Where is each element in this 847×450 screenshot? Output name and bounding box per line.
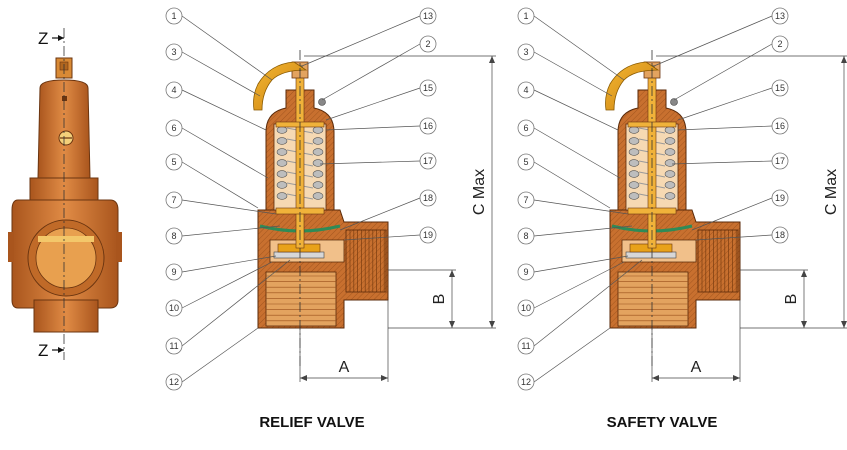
- relief-callout-right: 19: [419, 226, 437, 244]
- svg-text:15: 15: [423, 83, 433, 93]
- safety-callout-left: 8: [517, 227, 535, 245]
- svg-text:16: 16: [423, 121, 433, 131]
- safety-callout-left: 7: [517, 191, 535, 209]
- relief-callout-left: 10: [165, 299, 183, 317]
- safety-callout-right: 18: [771, 226, 789, 244]
- dimension-b: B: [783, 294, 800, 305]
- relief-callout-right: 16: [419, 117, 437, 135]
- svg-text:12: 12: [521, 377, 531, 387]
- safety-callout-right: 16: [771, 117, 789, 135]
- svg-text:1: 1: [523, 11, 528, 21]
- svg-text:7: 7: [171, 195, 176, 205]
- svg-text:11: 11: [169, 341, 178, 351]
- dimension-c-max: C Max: [471, 169, 488, 215]
- svg-text:8: 8: [171, 231, 176, 241]
- svg-text:2: 2: [777, 39, 782, 49]
- svg-text:2: 2: [425, 39, 430, 49]
- safety-callout-left: 10: [517, 299, 535, 317]
- relief-callout-right: 2: [419, 35, 437, 53]
- relief-callout-right: 15: [419, 79, 437, 97]
- svg-text:10: 10: [169, 303, 179, 313]
- svg-text:7: 7: [523, 195, 528, 205]
- relief-callout-left: 9: [165, 263, 183, 281]
- safety-callout-right: 19: [771, 189, 789, 207]
- relief-valve-title: RELIEF VALVE: [259, 414, 364, 431]
- relief-callout-left: 3: [165, 43, 183, 61]
- svg-text:19: 19: [423, 230, 433, 240]
- svg-text:13: 13: [775, 11, 785, 21]
- valve-seat: [273, 251, 325, 259]
- safety-callout-left: 4: [517, 81, 535, 99]
- svg-text:5: 5: [523, 157, 528, 167]
- svg-text:9: 9: [171, 267, 176, 277]
- svg-text:3: 3: [171, 47, 176, 57]
- svg-text:12: 12: [169, 377, 179, 387]
- relief-callout-left: 8: [165, 227, 183, 245]
- relief-callout-left: 5: [165, 153, 183, 171]
- valve-seat: [625, 251, 677, 259]
- safety-callout-left: 12: [517, 373, 535, 391]
- relief-callout-left: 11: [165, 337, 183, 355]
- safety-callout-left: 1: [517, 7, 535, 25]
- svg-text:6: 6: [171, 123, 176, 133]
- svg-text:5: 5: [171, 157, 176, 167]
- section-marker-bottom: Z: [38, 341, 64, 360]
- svg-text:13: 13: [423, 11, 433, 21]
- safety-callout-left: 9: [517, 263, 535, 281]
- svg-text:17: 17: [423, 156, 433, 166]
- dimension-b: B: [431, 294, 448, 305]
- safety-valve-title: SAFETY VALVE: [607, 414, 718, 431]
- safety-callout-left: 6: [517, 119, 535, 137]
- dimension-a: A: [339, 359, 350, 376]
- relief-callout-left: 6: [165, 119, 183, 137]
- svg-text:8: 8: [523, 231, 528, 241]
- svg-text:4: 4: [171, 85, 176, 95]
- svg-text:19: 19: [775, 193, 785, 203]
- svg-text:4: 4: [523, 85, 528, 95]
- svg-text:18: 18: [775, 230, 785, 240]
- svg-text:15: 15: [775, 83, 785, 93]
- safety-callout-right: 13: [771, 7, 789, 25]
- svg-text:3: 3: [523, 47, 528, 57]
- svg-text:16: 16: [775, 121, 785, 131]
- svg-text:11: 11: [521, 341, 530, 351]
- svg-text:10: 10: [521, 303, 531, 313]
- dimension-c-max: C Max: [823, 169, 840, 215]
- relief-callout-left: 4: [165, 81, 183, 99]
- svg-text:6: 6: [523, 123, 528, 133]
- svg-text:Z: Z: [38, 29, 48, 48]
- safety-callout-left: 3: [517, 43, 535, 61]
- relief-callout-right: 17: [419, 152, 437, 170]
- relief-callout-left: 1: [165, 7, 183, 25]
- relief-callout-left: 12: [165, 373, 183, 391]
- safety-callout-left: 11: [517, 337, 535, 355]
- relief-callout-left: 7: [165, 191, 183, 209]
- safety-callout-right: 15: [771, 79, 789, 97]
- safety-callout-left: 5: [517, 153, 535, 171]
- svg-text:Z: Z: [38, 341, 48, 360]
- svg-text:18: 18: [423, 193, 433, 203]
- svg-text:9: 9: [523, 267, 528, 277]
- dimension-a: A: [691, 359, 702, 376]
- section-marker-top: Z: [38, 29, 64, 48]
- svg-text:17: 17: [775, 156, 785, 166]
- relief-callout-right: 13: [419, 7, 437, 25]
- safety-callout-right: 2: [771, 35, 789, 53]
- relief-callout-right: 18: [419, 189, 437, 207]
- safety-callout-right: 17: [771, 152, 789, 170]
- exterior-view: Z Z: [8, 28, 122, 360]
- svg-text:1: 1: [171, 11, 176, 21]
